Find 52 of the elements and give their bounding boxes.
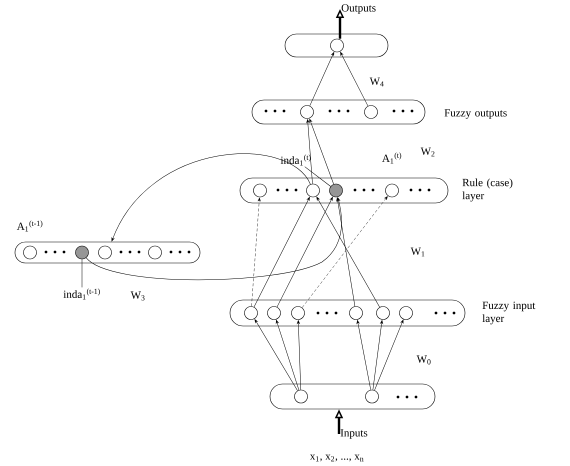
neuron-circle bbox=[329, 184, 343, 198]
arrow bbox=[276, 196, 333, 308]
neuron-circle bbox=[148, 246, 162, 260]
neuron-circle bbox=[364, 105, 378, 119]
node-label: Outputs bbox=[342, 4, 376, 14]
neuron-circle bbox=[244, 306, 258, 320]
arrow bbox=[316, 196, 380, 308]
layer-box bbox=[270, 384, 436, 410]
arrow bbox=[340, 52, 368, 106]
layer-label: Fuzzy input layer bbox=[482, 302, 536, 324]
neuron-circle bbox=[23, 246, 37, 260]
text-label: W$_{4}$ bbox=[370, 78, 384, 86]
layer-label: Rule (case) layer bbox=[462, 178, 512, 202]
neuron-circle bbox=[291, 306, 305, 320]
neuron-circle bbox=[365, 390, 379, 404]
text-label: x$_{1}$, x$_{2}$, ..., x$_{n}$ bbox=[310, 454, 364, 462]
leader-line bbox=[304, 166, 331, 187]
layer-box bbox=[14, 242, 200, 264]
arrow bbox=[336, 198, 356, 307]
neuron-circle bbox=[98, 246, 112, 260]
text-label: W$_{0}$ bbox=[416, 356, 431, 364]
arrow bbox=[254, 196, 310, 308]
arrow bbox=[356, 320, 371, 390]
layer-box bbox=[284, 34, 388, 58]
arrow bbox=[251, 198, 261, 306]
neuron-circle bbox=[300, 105, 314, 119]
neuron-circle bbox=[294, 390, 308, 404]
arrow bbox=[296, 320, 301, 390]
neuron-circle bbox=[349, 306, 363, 320]
neuron-circle bbox=[267, 306, 281, 320]
text-label: W$_{1}$ bbox=[410, 248, 424, 256]
arrow bbox=[374, 320, 404, 390]
layer-label: Fuzzy outputs bbox=[444, 109, 507, 119]
curved-arrow bbox=[112, 154, 311, 242]
neuron-circle bbox=[376, 306, 390, 320]
arrow bbox=[310, 52, 334, 106]
text-label: W$_{3}$ bbox=[130, 292, 145, 300]
arrow bbox=[302, 196, 388, 308]
arrow bbox=[372, 320, 384, 390]
neuron-circle bbox=[253, 184, 267, 198]
arrow bbox=[309, 118, 334, 184]
neuron-circle bbox=[385, 184, 399, 198]
arrow bbox=[254, 319, 298, 391]
neuron-circle bbox=[330, 38, 344, 52]
curved-arrow bbox=[86, 198, 342, 280]
neuron-circle bbox=[75, 246, 89, 260]
arrow bbox=[306, 119, 313, 184]
text-label: W$_{2}$ bbox=[420, 148, 434, 156]
neuron-circle bbox=[306, 184, 320, 198]
arrow bbox=[276, 320, 300, 390]
neuron-circle bbox=[399, 306, 413, 320]
node-label: Inputs bbox=[340, 429, 368, 439]
